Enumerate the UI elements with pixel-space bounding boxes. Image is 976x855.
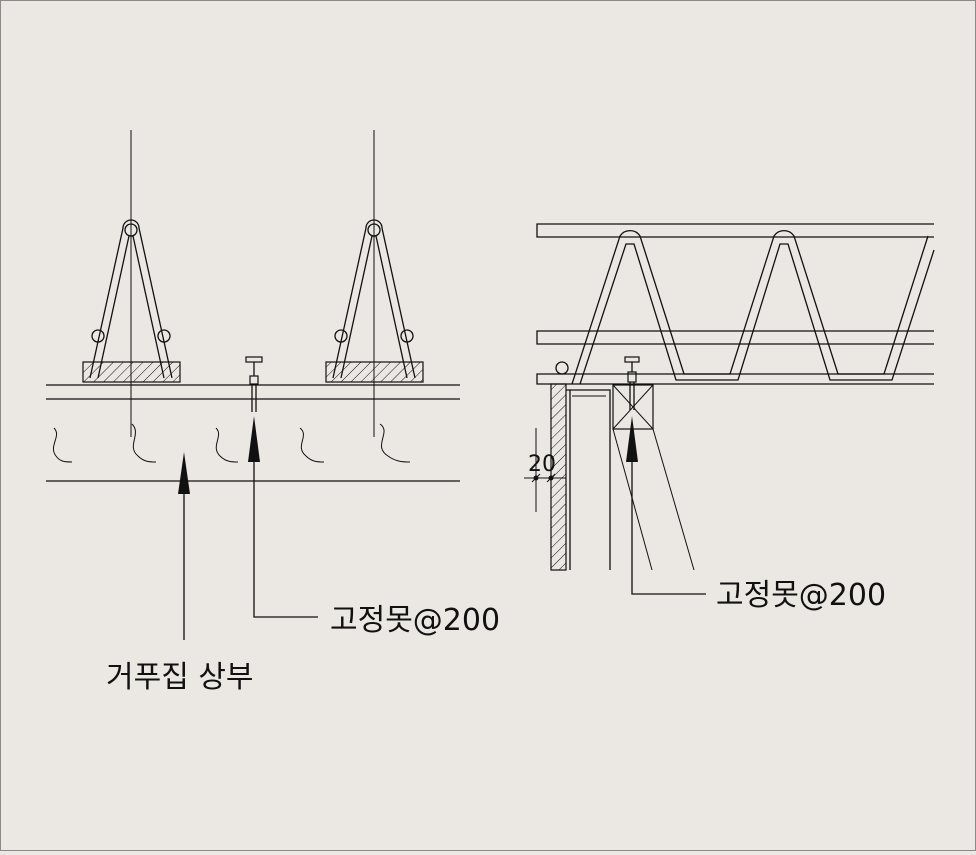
right-section: 20 고정못@200 (524, 223, 935, 613)
wood-block (612, 384, 654, 430)
nail-right (624, 356, 640, 410)
nail-arrow-right (626, 416, 638, 462)
nail-arrow-left (248, 416, 260, 462)
chord-rod (555, 361, 569, 375)
angle-bracket (566, 389, 611, 570)
lattice-bars (571, 230, 935, 385)
dimension-value: 20 (528, 452, 556, 477)
label-nail-right: 고정못@200 (716, 578, 886, 613)
nail-left (245, 356, 263, 412)
label-nail-left: 고정못@200 (330, 603, 500, 638)
label-formwork-top: 거푸집 상부 (106, 660, 254, 695)
formwork-arrow (178, 452, 190, 494)
spacer-left-1 (82, 130, 181, 437)
dimension-20 (524, 428, 566, 512)
wood-grain (52, 423, 411, 463)
top-chord (536, 223, 934, 238)
left-section: 고정못@200 거푸집 상부 (46, 130, 500, 695)
nail-leader-left (253, 462, 318, 618)
nail-leader-right (631, 462, 706, 595)
spacer-left-2 (325, 130, 424, 437)
bottom-chord (536, 373, 934, 385)
middle-chord (536, 330, 934, 345)
